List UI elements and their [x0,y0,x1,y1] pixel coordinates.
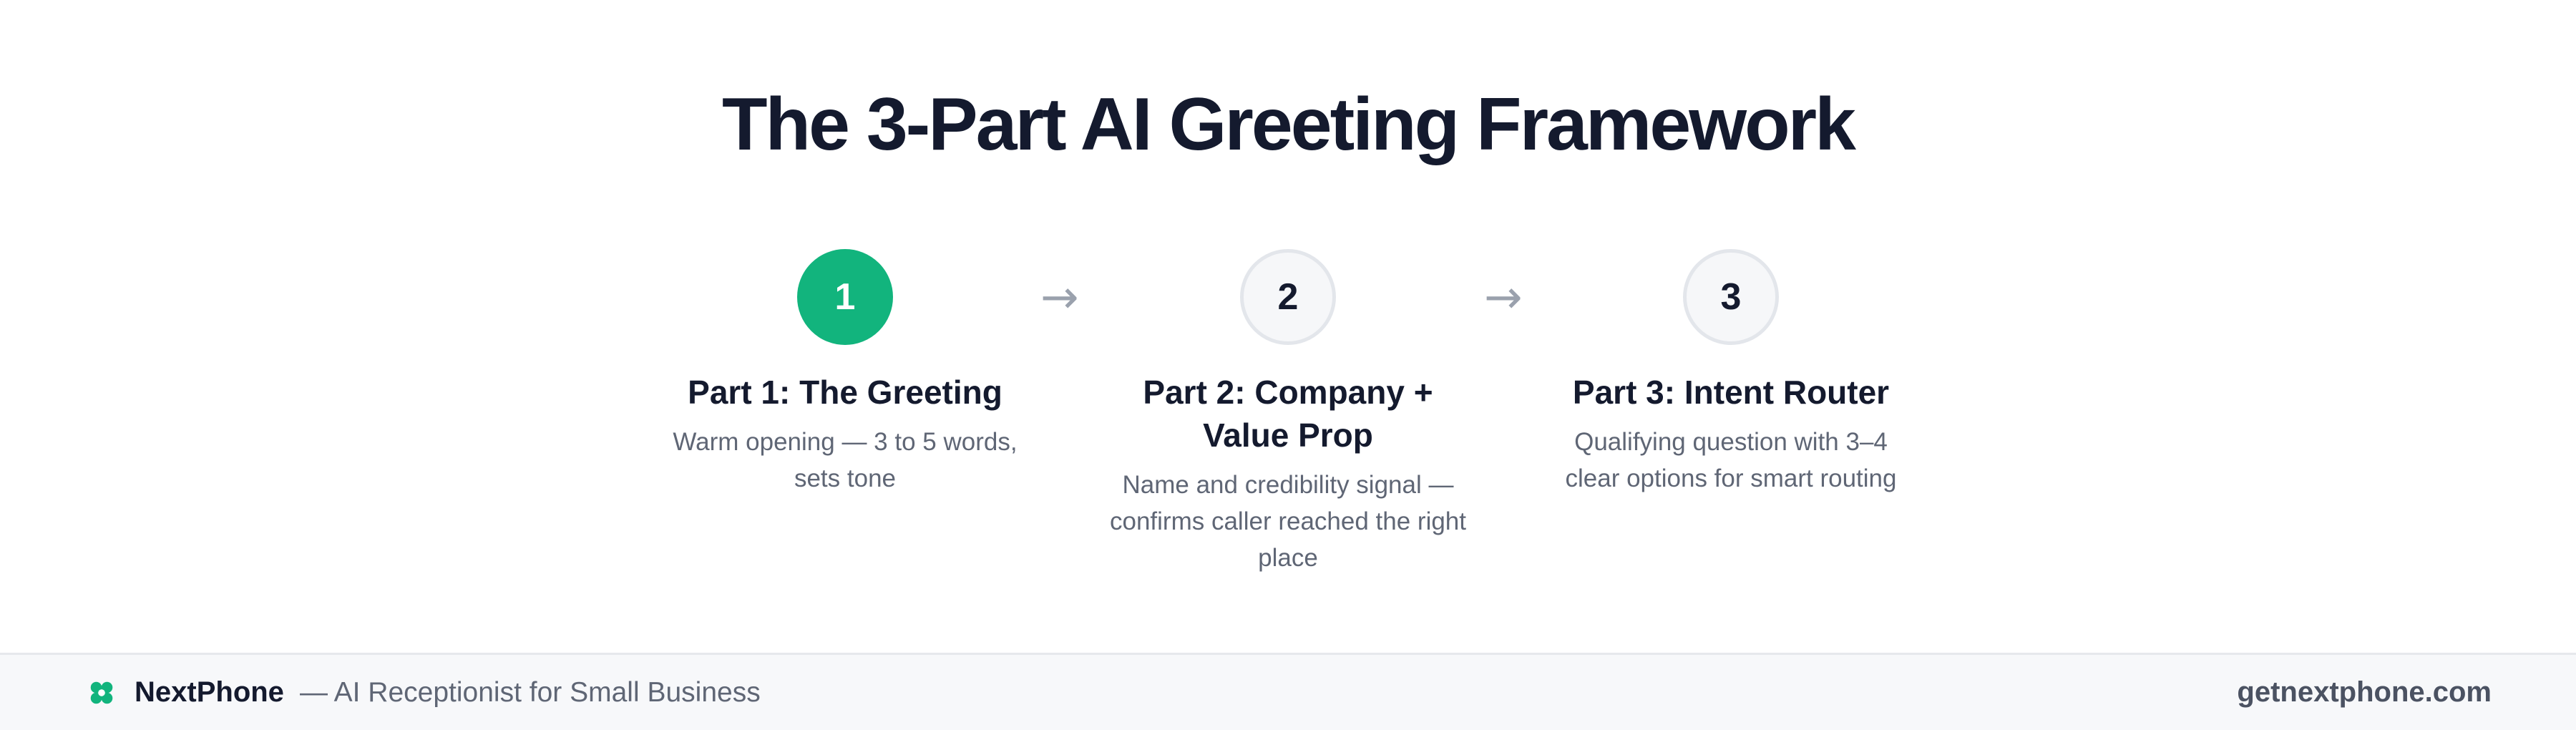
footer-bar: NextPhone — AI Receptionist for Small Bu… [0,653,2576,730]
step-1-number-badge: 1 [797,249,893,345]
step-2-number-badge: 2 [1240,249,1336,345]
step-2: 2 Part 2: Company + Value Prop Name and … [1102,249,1474,576]
brand-name: NextPhone [135,676,284,708]
step-1-description: Warm opening — 3 to 5 words, sets tone [673,428,1018,492]
step-3: 3 Part 3: Intent Router Qualifying quest… [1545,249,1917,497]
step-2-description: Name and credibility signal — confirms c… [1110,471,1466,572]
page-title: The 3-Part AI Greeting Framework [722,83,1856,166]
step-1-title: Part 1: The Greeting [688,374,1002,411]
arrow-right-icon: → [1040,271,1079,324]
website-link[interactable]: getnextphone.com [2237,676,2492,708]
steps-flow: 1 Part 1: The Greeting Warm opening — 3 … [0,249,2576,593]
arrow-right-icon: → [1484,271,1523,324]
step-3-number-badge: 3 [1683,249,1779,345]
step-1: 1 Part 1: The Greeting Warm opening — 3 … [659,249,1031,497]
brand: NextPhone — AI Receptionist for Small Bu… [89,655,761,730]
brand-tagline: — AI Receptionist for Small Business [299,676,761,708]
step-2-title: Part 2: Company + Value Prop [1143,374,1433,454]
step-3-description: Qualifying question with 3–4 clear optio… [1565,428,1897,492]
clover-icon [90,681,113,704]
step-3-title: Part 3: Intent Router [1572,374,1890,411]
